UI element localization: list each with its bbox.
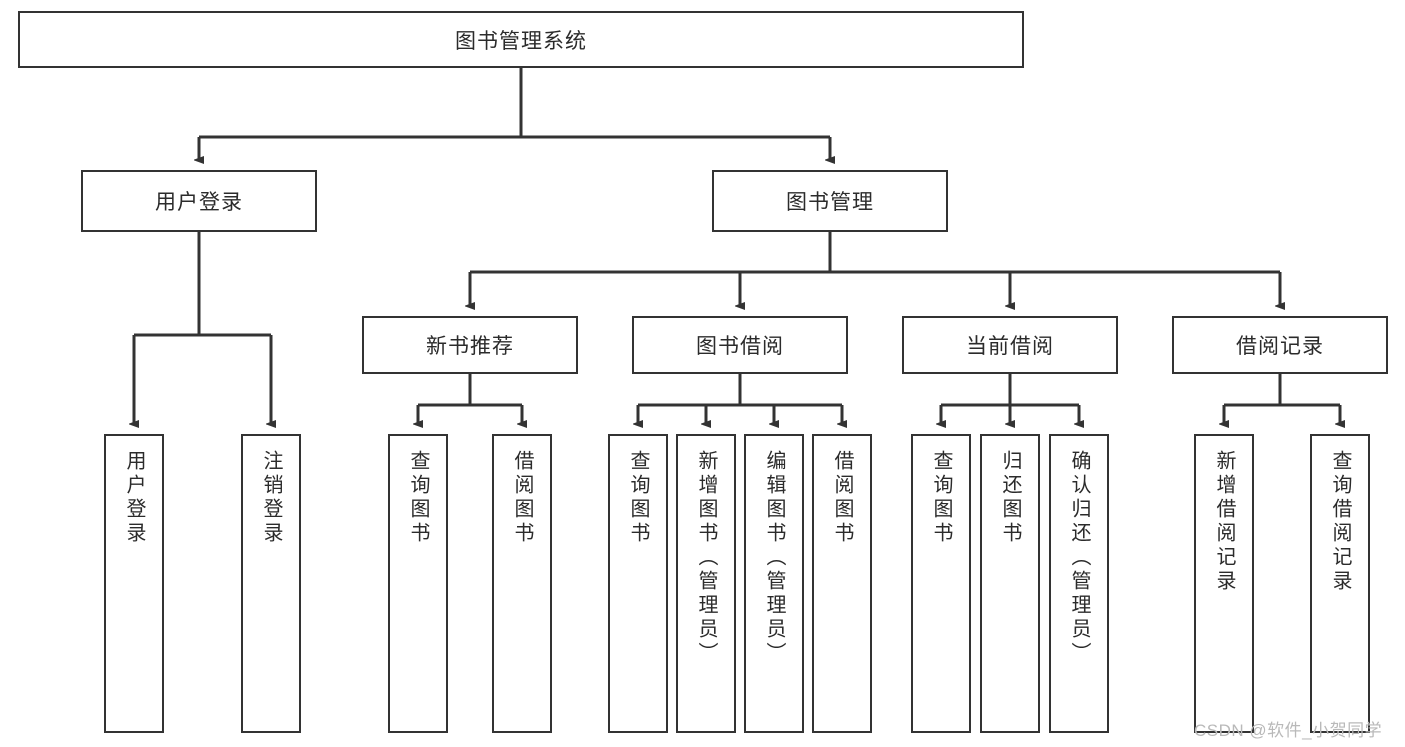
leaf-edit-book-admin[interactable]: 编辑图书（管理员） xyxy=(744,434,804,733)
node-label: 借阅记录 xyxy=(1236,335,1324,358)
node-label: 查询图书 xyxy=(407,450,429,546)
edges-current-borrow xyxy=(941,374,1079,424)
csdn-watermark: CSDN @软件_小贺同学 xyxy=(1194,721,1383,740)
node-label: 查询图书 xyxy=(930,450,952,546)
node-root-system[interactable]: 图书管理系统 xyxy=(18,11,1024,68)
leaf-borrow-book[interactable]: 借阅图书 xyxy=(812,434,872,733)
edges-borrow-record xyxy=(1224,374,1340,424)
node-label: 用户登录 xyxy=(155,191,243,214)
node-label: 借阅图书 xyxy=(831,450,853,546)
leaf-add-borrow-record[interactable]: 新增借阅记录 xyxy=(1194,434,1254,733)
node-label: 查询借阅记录 xyxy=(1329,450,1351,594)
leaf-user-logout[interactable]: 注销登录 xyxy=(241,434,301,733)
leaf-add-book-admin[interactable]: 新增图书（管理员） xyxy=(676,434,736,733)
node-label: 新增图书（管理员） xyxy=(695,450,717,666)
node-label: 编辑图书（管理员） xyxy=(763,450,785,666)
node-label: 图书管理 xyxy=(786,191,874,214)
node-label: 注销登录 xyxy=(260,450,282,546)
node-label: 当前借阅 xyxy=(966,335,1054,358)
node-label: 归还图书 xyxy=(999,450,1021,546)
node-new-book-recommend[interactable]: 新书推荐 xyxy=(362,316,578,374)
node-label: 查询图书 xyxy=(627,450,649,546)
edges-book-mgmt xyxy=(470,232,1280,306)
node-current-borrow[interactable]: 当前借阅 xyxy=(902,316,1118,374)
edges-user-login xyxy=(134,232,271,424)
edges-root xyxy=(199,68,830,160)
node-label: 图书借阅 xyxy=(696,335,784,358)
node-book-management[interactable]: 图书管理 xyxy=(712,170,948,232)
leaf-query-borrow-record[interactable]: 查询借阅记录 xyxy=(1310,434,1370,733)
leaf-query-book-recommend[interactable]: 查询图书 xyxy=(388,434,448,733)
node-label: 图书管理系统 xyxy=(455,29,587,53)
node-book-borrow[interactable]: 图书借阅 xyxy=(632,316,848,374)
leaf-confirm-return-admin[interactable]: 确认归还（管理员） xyxy=(1049,434,1109,733)
leaf-user-login[interactable]: 用户登录 xyxy=(104,434,164,733)
leaf-return-book[interactable]: 归还图书 xyxy=(980,434,1040,733)
leaf-query-book-current[interactable]: 查询图书 xyxy=(911,434,971,733)
node-label: 新增借阅记录 xyxy=(1213,450,1235,594)
leaf-query-book-borrow[interactable]: 查询图书 xyxy=(608,434,668,733)
node-label: 借阅图书 xyxy=(511,450,533,546)
edges-new-book xyxy=(418,374,522,424)
node-label: 用户登录 xyxy=(123,450,145,546)
leaf-borrow-book-recommend[interactable]: 借阅图书 xyxy=(492,434,552,733)
node-borrow-record[interactable]: 借阅记录 xyxy=(1172,316,1388,374)
node-label: 确认归还（管理员） xyxy=(1068,450,1090,666)
node-user-login[interactable]: 用户登录 xyxy=(81,170,317,232)
node-label: 新书推荐 xyxy=(426,335,514,358)
edges-borrow-book xyxy=(638,374,842,424)
